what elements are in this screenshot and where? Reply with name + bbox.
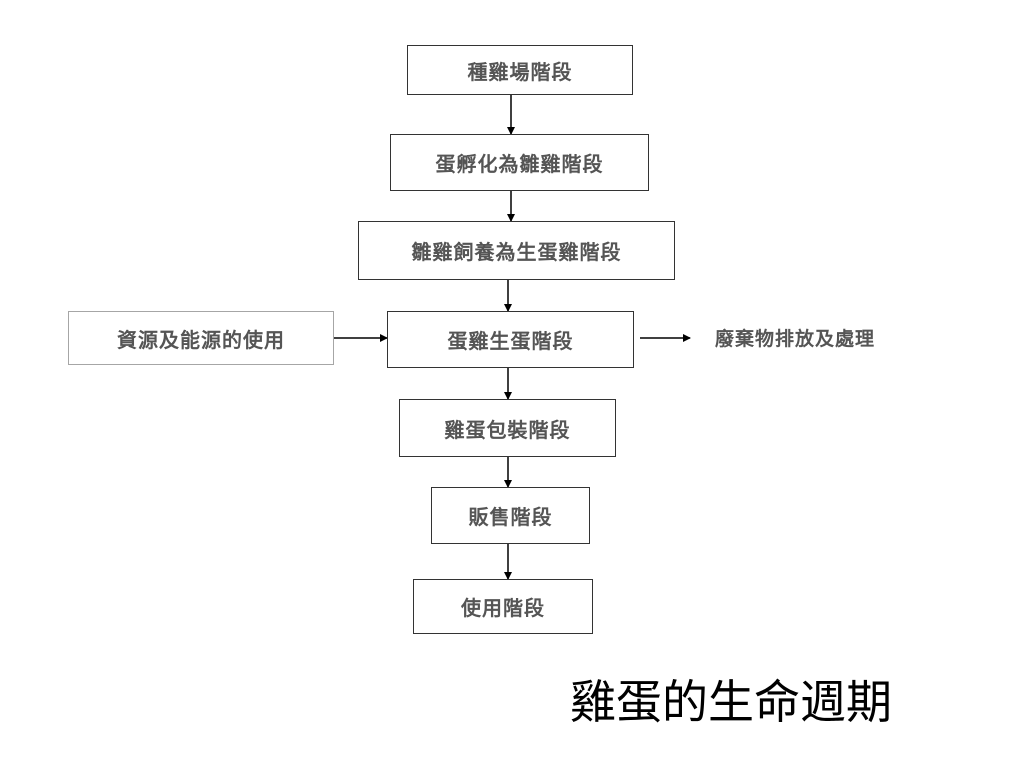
stage-use-label: 使用階段 bbox=[461, 596, 545, 620]
stage-packaging-label: 雞蛋包裝階段 bbox=[444, 417, 571, 442]
stage-egg-laying: 蛋雞生蛋階段 bbox=[387, 311, 634, 368]
stage-egg-laying-label: 蛋雞生蛋階段 bbox=[447, 329, 574, 353]
stage-hatching-label: 蛋孵化為雛雞階段 bbox=[435, 152, 604, 176]
stage-use: 使用階段 bbox=[413, 579, 593, 634]
stage-chick-raising: 雛雞飼養為生蛋雞階段 bbox=[358, 221, 675, 280]
output-waste-label: 廢棄物排放及處理 bbox=[715, 328, 876, 350]
stage-packaging: 雞蛋包裝階段 bbox=[399, 399, 616, 457]
stage-breeder-farm: 種雞場階段 bbox=[407, 45, 633, 95]
input-resources-label: 資源及能源的使用 bbox=[117, 327, 285, 352]
stage-chick-raising-label: 雛雞飼養為生蛋雞階段 bbox=[411, 240, 622, 264]
stage-hatching: 蛋孵化為雛雞階段 bbox=[390, 134, 649, 191]
stage-sales-label: 販售階段 bbox=[468, 505, 553, 529]
diagram-title: 雞蛋的生命週期 bbox=[570, 675, 892, 729]
stage-breeder-farm-label: 種雞場階段 bbox=[467, 59, 573, 84]
stage-sales: 販售階段 bbox=[431, 487, 590, 544]
input-resources-box: 資源及能源的使用 bbox=[68, 311, 334, 365]
